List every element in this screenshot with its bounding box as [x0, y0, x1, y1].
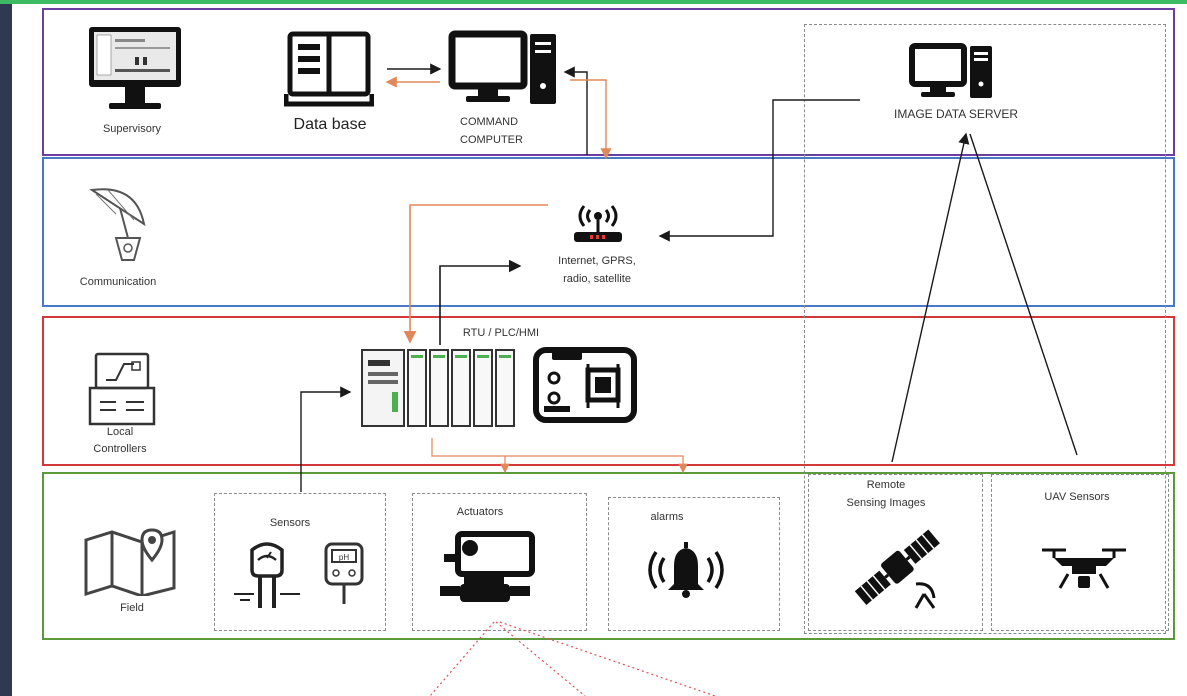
drone-icon	[1042, 548, 1126, 589]
rtu-to-router-arrow	[439, 259, 522, 345]
image-data-server-label: IMAGE DATA SERVER	[893, 107, 1019, 121]
image-server-computer-icon	[909, 43, 992, 98]
red-dotted-line-2	[495, 621, 586, 696]
comm-to-command-arrow	[563, 66, 588, 155]
command-to-comm-arrow	[570, 79, 612, 160]
circuit-board-icon	[533, 347, 637, 423]
rtu-to-alarms-arrow	[431, 438, 688, 474]
router-icon	[574, 205, 622, 242]
actuators-label: Actuators	[456, 506, 504, 518]
supervisory-monitor-icon	[89, 27, 181, 109]
local-label-1: Local	[106, 426, 134, 438]
command-computer-icon	[448, 30, 556, 104]
field-label: Field	[120, 602, 144, 614]
uav-to-server-line	[969, 133, 1078, 456]
sensors-to-rtu-arrow	[300, 386, 352, 492]
field-layer	[42, 472, 1175, 640]
remote-sensing-label-2: Sensing Images	[846, 497, 926, 509]
satellite-dish-icon	[89, 188, 146, 261]
soil-sensor-icon	[234, 542, 300, 608]
actuators-box	[412, 493, 587, 631]
local-controllers-layer	[42, 316, 1175, 466]
communication-label: Communication	[79, 276, 157, 288]
sensors-box	[214, 493, 386, 631]
command-computer-label-2: COMPUTER	[460, 134, 523, 146]
alarm-bell-icon	[648, 542, 724, 598]
field-map-icon	[84, 528, 176, 596]
server-to-router-arrow	[658, 99, 860, 242]
remote-sensing-label-1: Remote	[866, 479, 906, 491]
supervisory-label: Supervisory	[102, 123, 162, 135]
network-label-2: radio, satellite	[563, 273, 631, 285]
valve-actuator-icon	[440, 531, 535, 602]
ph-meter-icon: pH	[324, 542, 364, 604]
uav-sensors-label: UAV Sensors	[1044, 491, 1110, 503]
sensors-label: Sensors	[269, 517, 311, 529]
image-server-region	[804, 24, 1166, 634]
satellite-icon	[854, 529, 940, 609]
alarms-box	[608, 497, 780, 631]
plc-modules-icon	[361, 349, 515, 427]
network-label-1: Internet, GPRS,	[558, 255, 636, 267]
left-edge-bar	[0, 0, 12, 696]
command-computer-label-1: COMMAND	[460, 116, 519, 128]
red-dotted-line-3	[499, 621, 716, 696]
rtu-plc-hmi-label: RTU / PLC/HMI	[462, 327, 540, 339]
top-edge-bar	[0, 0, 1187, 4]
local-controller-icon	[88, 352, 156, 426]
local-label-2: Controllers	[93, 443, 147, 455]
remote-to-server-arrow	[891, 132, 970, 463]
red-dotted-line-1	[429, 621, 495, 696]
database-label: Data base	[293, 116, 367, 133]
remote-sensing-box	[808, 474, 983, 631]
router-to-rtu-arrow	[403, 204, 548, 344]
database-book-icon	[284, 31, 374, 107]
uav-sensors-box	[991, 474, 1169, 631]
alarms-label: alarms	[650, 511, 684, 523]
svg-text:pH: pH	[339, 553, 349, 562]
